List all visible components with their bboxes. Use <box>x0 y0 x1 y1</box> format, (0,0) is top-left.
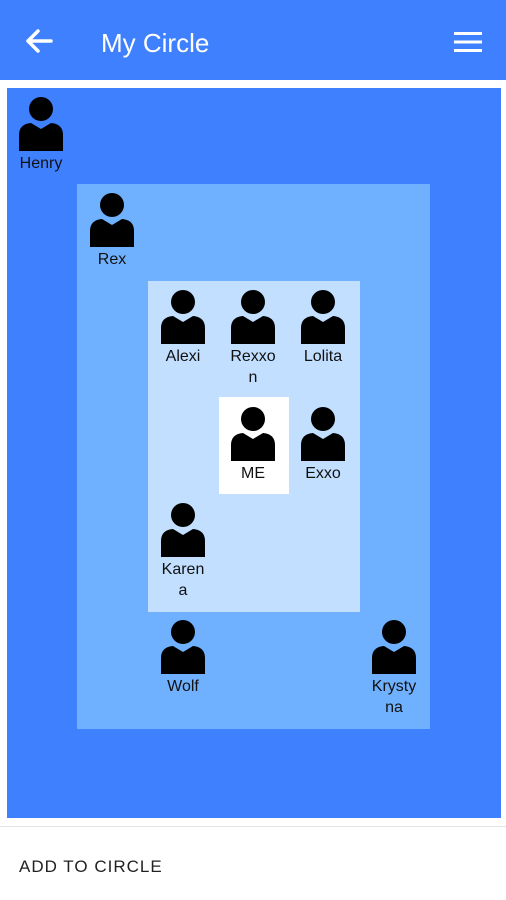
person-name: Henry <box>19 155 63 172</box>
add-to-circle-button[interactable]: ADD TO CIRCLE <box>19 857 163 876</box>
person-name: Rexxon <box>230 348 276 386</box>
person-rexxon[interactable]: Rexxon <box>217 288 289 388</box>
person-icon <box>19 97 63 151</box>
person-me[interactable]: ME <box>217 405 289 484</box>
person-alexi[interactable]: Alexi <box>147 288 219 367</box>
person-name: Krystyna <box>371 678 417 716</box>
person-name: Lolita <box>303 348 343 365</box>
page-title: My Circle <box>101 28 210 58</box>
person-name: Rex <box>97 251 127 268</box>
person-icon <box>90 193 134 247</box>
person-icon <box>372 620 416 674</box>
person-exxo[interactable]: Exxo <box>287 405 359 484</box>
person-krystyna[interactable]: Krystyna <box>358 618 430 718</box>
person-icon <box>231 290 275 344</box>
person-name: ME <box>241 465 265 482</box>
person-name: Alexi <box>165 348 201 365</box>
person-name: Wolf <box>167 678 199 695</box>
person-icon <box>301 290 345 344</box>
person-icon <box>301 407 345 461</box>
person-wolf[interactable]: Wolf <box>147 618 219 697</box>
person-icon <box>231 407 275 461</box>
person-icon <box>161 620 205 674</box>
person-icon <box>161 290 205 344</box>
person-rex[interactable]: Rex <box>76 191 148 270</box>
person-henry[interactable]: Henry <box>5 95 77 174</box>
person-name: Karena <box>161 561 205 599</box>
footer-divider <box>0 826 506 827</box>
person-karena[interactable]: Karena <box>147 501 219 601</box>
arrow-left-icon[interactable] <box>24 26 54 56</box>
person-lolita[interactable]: Lolita <box>287 288 359 367</box>
person-name: Exxo <box>305 465 341 482</box>
person-icon <box>161 503 205 557</box>
hamburger-menu-icon[interactable] <box>454 31 482 53</box>
app-bar: My Circle <box>0 0 506 80</box>
